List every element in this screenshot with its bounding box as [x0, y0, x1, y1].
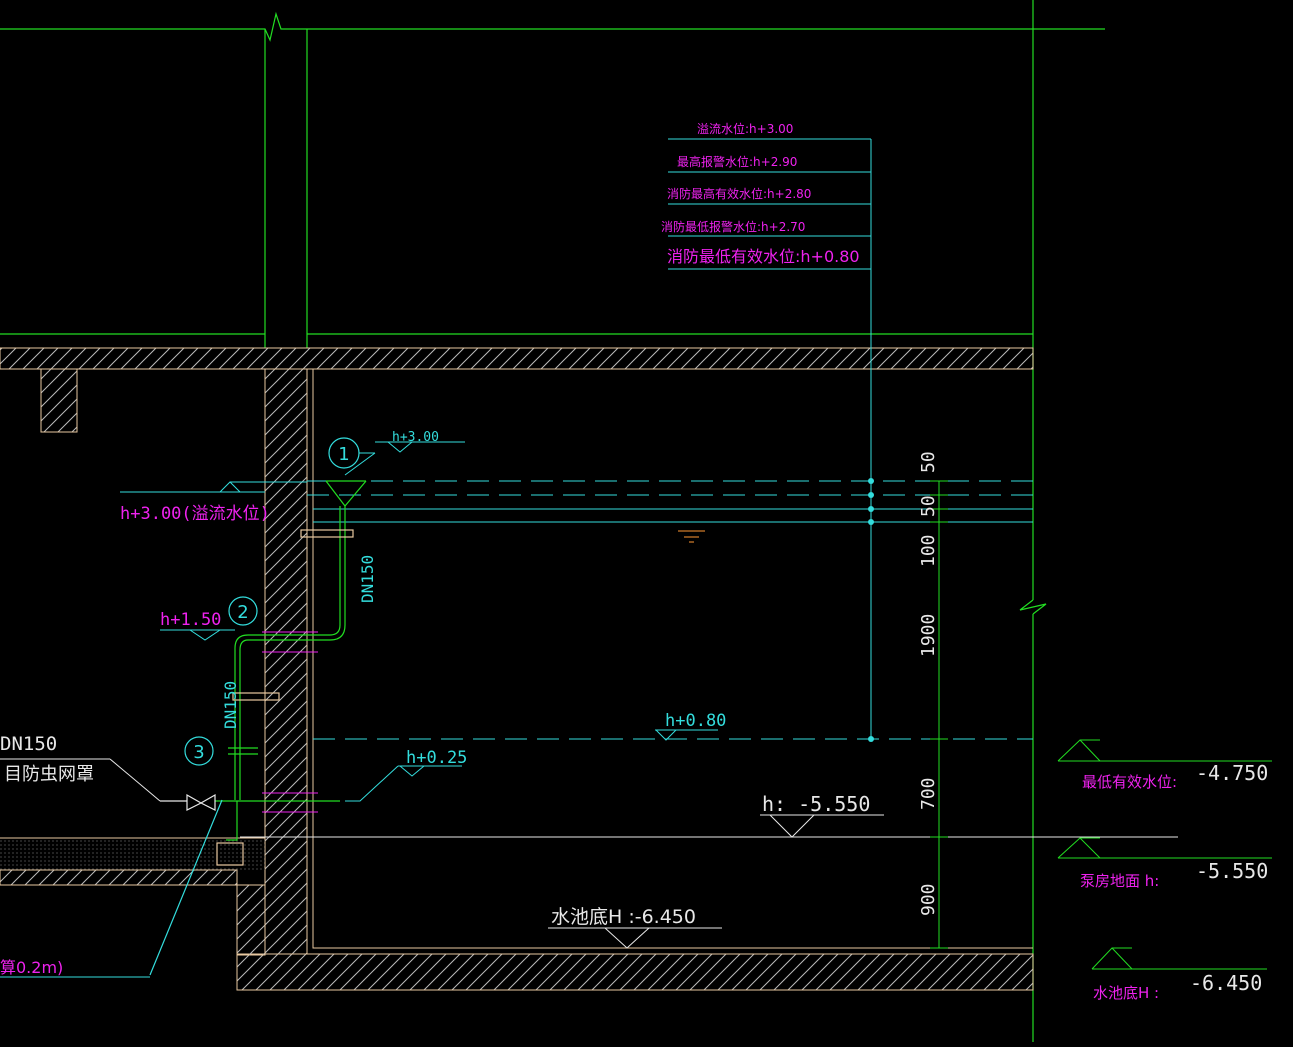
elev-h025: h+0.25: [406, 748, 467, 768]
callouts: 1 2 3: [184, 437, 376, 766]
tank-bottom-slab: [236, 953, 1034, 991]
roof-beam: [40, 368, 78, 433]
level-fire-low-alarm: 消防最低报警水位:h+2.70: [661, 219, 805, 234]
dim-900: 900: [918, 883, 939, 916]
dim-50-top: 50: [918, 451, 939, 473]
upper-structure-lines: [0, 0, 1105, 1042]
callout-circle-3: [184, 736, 214, 766]
level-high-alarm: 最高报警水位:h+2.90: [677, 154, 797, 169]
elev-pool-bottom: 水池底H :-6.450: [551, 906, 696, 928]
pump-room-floor-slab: [0, 869, 238, 886]
elev-h080: h+0.80: [665, 711, 726, 731]
sump-pit: [216, 842, 244, 866]
legend-value-lowest-effective: -4.750: [1196, 761, 1268, 785]
legend-value-pump-floor: -5.550: [1196, 859, 1268, 883]
elev-h150: h+1.50: [160, 610, 221, 630]
dim-700: 700: [918, 777, 939, 810]
dim-50-second: 50: [918, 495, 939, 517]
tank-side-wall: [264, 368, 308, 955]
callout-3-label: 3: [193, 742, 204, 763]
dim-100: 100: [918, 534, 939, 567]
roof-slab: [0, 347, 1034, 370]
pipe-label-dn150-left: DN150: [0, 733, 57, 755]
callout-2-label: 2: [237, 602, 248, 623]
level-fire-low-effective: 消防最低有效水位:h+0.80: [667, 247, 860, 266]
callout-1-label: 1: [338, 444, 349, 465]
insect-screen-label: 目防虫网罩: [4, 764, 94, 785]
level-fire-high: 消防最高有效水位:h+2.80: [667, 186, 811, 201]
legend-label-lowest-effective: 最低有效水位:: [1082, 773, 1177, 791]
legend-label-pool-bottom: 水池底H :: [1093, 984, 1159, 1002]
bottom-left-note: 算0.2m): [0, 958, 63, 977]
level-overflow: 溢流水位:h+3.00: [697, 121, 793, 136]
elev-overflow-label: h+3.00(溢流水位): [120, 504, 270, 524]
callout-circle-2: [228, 596, 258, 626]
legend-value-pool-bottom: -6.450: [1190, 971, 1262, 995]
elev-h300: h+3.00: [392, 430, 439, 445]
dimension-chain: 50 50 100 1900 700 900: [868, 139, 948, 949]
elevation-annotations: h+3.00 h+3.00(溢流水位) h+1.50 h+0.80 h+0.25…: [120, 430, 884, 949]
pipework: [149, 480, 367, 976]
legend-label-pump-floor: 泵房地面 h:: [1080, 872, 1159, 890]
wall-penetration-marks: [262, 631, 318, 813]
elevation-legend: 最低有效水位: -4.750 泵房地面 h: -5.550 水池底H : -6.…: [1057, 739, 1272, 1002]
concrete-structure: [0, 347, 1034, 991]
dim-1900: 1900: [918, 614, 939, 657]
overflow-funnel: [325, 480, 367, 507]
pipe-label-dn150-lower: DN150: [221, 681, 240, 729]
pipe-label-dn150-vertical: DN150: [358, 555, 377, 603]
pipe-labels: DN150 DN150 DN150 目防虫网罩 算0.2m): [0, 555, 377, 978]
elev-h-level: h: -5.550: [762, 792, 870, 816]
level-table: 溢流水位:h+3.00 最高报警水位:h+2.90 消防最高有效水位:h+2.8…: [661, 121, 871, 270]
water-level-lines: [240, 480, 1178, 838]
pit-wall: [236, 884, 266, 956]
